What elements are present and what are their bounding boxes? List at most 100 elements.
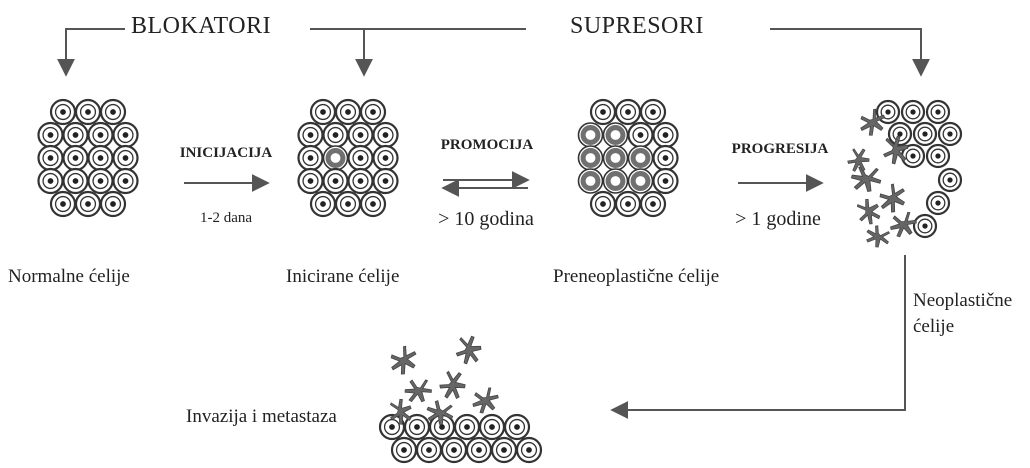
cell [87, 121, 114, 149]
altered-cell [602, 122, 629, 148]
cell [62, 121, 89, 149]
cell [875, 99, 901, 125]
initiated-cell-cluster [297, 98, 399, 218]
neoplastic-cell [439, 370, 466, 400]
cell [49, 98, 77, 126]
cell [347, 144, 374, 172]
cell [925, 143, 951, 169]
cell [503, 413, 531, 441]
cell [925, 99, 951, 125]
cell [322, 167, 349, 195]
blockers-label: BLOKATORI [131, 13, 272, 39]
cell [87, 167, 114, 195]
altered-cell [577, 122, 604, 148]
initiation-label: INICIJACIJA [179, 145, 273, 161]
cell [453, 413, 481, 441]
neoplastic-cells-label-line1: Neoplastične [913, 290, 1013, 311]
suppressors-line-right [770, 28, 930, 77]
altered-cell [577, 145, 604, 171]
cell [372, 121, 399, 149]
cell [900, 99, 926, 125]
cell [614, 98, 642, 126]
invasion-metastasis-label: Invazija i metastaza [186, 406, 337, 427]
cell [627, 121, 654, 149]
process-arrows [184, 171, 824, 197]
cell [297, 167, 324, 195]
cell [297, 121, 324, 149]
invasion-cell-cluster [378, 335, 543, 464]
neoplastic-cell [850, 165, 882, 193]
cell [112, 144, 139, 172]
initiated-cells-label: Inicirane ćelije [286, 266, 400, 287]
cell [74, 190, 102, 218]
neoplastic-cell [472, 387, 499, 414]
neoplastic-cells-label-line2: ćelije [913, 316, 955, 337]
normal-cell-cluster [37, 98, 139, 218]
preneoplastic-cells-label: Preneoplastične ćelije [553, 266, 720, 287]
cell [372, 167, 399, 195]
cell [359, 98, 387, 126]
cell [334, 98, 362, 126]
cell [37, 121, 64, 149]
cell [390, 436, 418, 464]
cell [87, 144, 114, 172]
cell [37, 167, 64, 195]
blockers-line-left [57, 28, 125, 77]
cell [887, 121, 913, 147]
altered-cell [627, 168, 654, 194]
cell [112, 167, 139, 195]
initiation-duration: 1-2 dana [199, 210, 253, 226]
cell [912, 121, 938, 147]
cell [465, 436, 493, 464]
cell [62, 167, 89, 195]
neoplastic-cell [879, 183, 905, 213]
neoplastic-cell [890, 211, 917, 238]
cell [372, 144, 399, 172]
cell [589, 98, 617, 126]
altered-cell [602, 145, 629, 171]
cell [74, 98, 102, 126]
cell [322, 121, 349, 149]
cell [639, 98, 667, 126]
cell [359, 190, 387, 218]
cell [309, 98, 337, 126]
cell [490, 436, 518, 464]
cell [652, 121, 679, 149]
preneoplastic-cell-cluster [577, 98, 679, 218]
cell [652, 167, 679, 195]
neoplastic-cell [404, 379, 432, 403]
neoplastic-cell [856, 198, 881, 225]
progression-duration: > 1 godine [735, 208, 821, 230]
altered-cell [602, 168, 629, 194]
altered-cell [627, 145, 654, 171]
promotion-label: PROMOCIJA [440, 137, 534, 153]
invasion-arrow [610, 255, 906, 419]
neoplastic-cell-cluster [847, 99, 963, 248]
suppressors-label: SUPRESORI [570, 13, 704, 39]
cell [347, 121, 374, 149]
neoplastic-cell [860, 108, 886, 136]
cell [937, 121, 963, 147]
cell [347, 167, 374, 195]
cell [62, 144, 89, 172]
cell [515, 436, 543, 464]
cell [639, 190, 667, 218]
neoplastic-cell [455, 335, 482, 365]
cell [99, 98, 127, 126]
progression-label: PROGRESIJA [731, 141, 829, 157]
cell [440, 436, 468, 464]
neoplastic-cell [390, 345, 417, 375]
cell [912, 213, 938, 239]
promotion-duration: > 10 godina [438, 208, 534, 230]
neoplastic-cell [866, 225, 891, 248]
neoplastic-cell [426, 400, 454, 425]
cell [297, 144, 324, 172]
cell [937, 167, 963, 193]
cell [900, 143, 926, 169]
cell [415, 436, 443, 464]
cell [925, 190, 951, 216]
altered-cell [322, 145, 349, 171]
top-connector-lines [57, 28, 930, 77]
